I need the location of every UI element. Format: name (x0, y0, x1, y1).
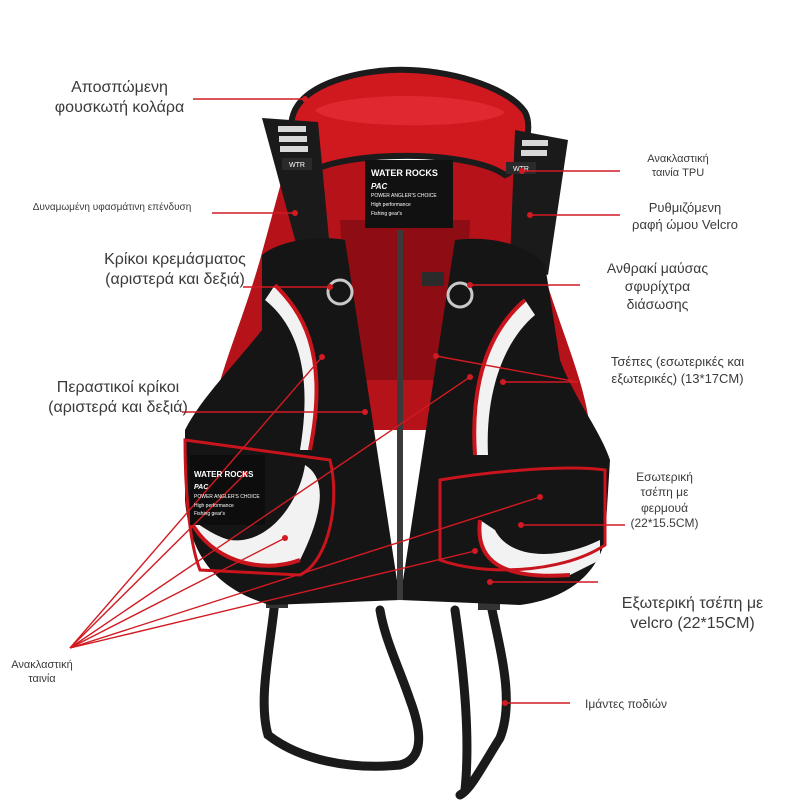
label-zip-pocket: Εσωτερική τσέπη με φερμουά (22*15.5CM) (630, 470, 699, 531)
pocket-tagline-1: POWER ANGLER'S CHOICE (194, 494, 260, 500)
pointer-dots (242, 96, 543, 706)
mesh-lining (340, 220, 470, 380)
right-lower-pocket (438, 466, 607, 572)
label-leg-straps: Ιμάντες ποδιών (585, 697, 667, 711)
pocket-brand-name: WATER ROCKS (194, 470, 254, 479)
whistle-carabiner (422, 272, 444, 286)
label-pockets: Τσέπες (εσωτερικές και εξωτερικές) (13*1… (610, 354, 745, 386)
left-shoulder-badge (282, 158, 312, 170)
collar-tagline-1: POWER ANGLER'S CHOICE (371, 193, 437, 199)
label-hanging-rings: Κρίκοι κρεμάσματος (αριστερά και δεξιά) (104, 251, 246, 289)
label-shoulder-velcro: Ρυθμιζόμενη ραφή ώμου Velcro (632, 200, 738, 232)
pointer-lines (69, 98, 625, 704)
label-reflective-tape: Ανακλαστική ταινία (11, 659, 73, 686)
collar-tagline-2: High performance (371, 202, 411, 208)
left-shoulder-reflective-bars (278, 126, 308, 152)
left-shoulder-strap (262, 118, 330, 258)
right-front-panel (400, 238, 610, 605)
collar-brand-sub: PAC (371, 182, 388, 191)
label-whistle-carabiner: Ανθρακί μαύσας σφυρίχτρα διάσωσης (606, 260, 709, 312)
label-lining: Δυναμωμένη υφασμάτινη επένδυση (32, 202, 192, 213)
pocket-brand-sub: PAC (194, 484, 209, 491)
right-shoulder-reflective-bars (521, 140, 548, 156)
label-velcro-pocket: Εξωτερική τσέπη με velcro (22*15CM) (621, 595, 764, 633)
left-badge-text: WTR (289, 162, 305, 169)
right-hanging-ring (446, 281, 474, 309)
pocket-tagline-3: Fishing gear's (194, 511, 225, 517)
collar-brand-label (365, 160, 453, 228)
collar-brand-name: WATER ROCKS (371, 168, 438, 178)
pocket-tagline-2: High performance (194, 503, 234, 509)
label-collar: Αποσπώμενη φουσκωτή κολάρα (54, 79, 185, 117)
label-through-rings: Περαστικοί κρίκοι (αριστερά και δεξιά) (48, 379, 188, 417)
label-tpu-tape: Ανακλαστική ταινία TPU (647, 153, 709, 180)
left-hanging-ring (326, 278, 354, 306)
left-lower-pocket (183, 438, 336, 577)
leg-straps (259, 595, 511, 800)
collar-tagline-3: Fishing gear's (371, 211, 402, 217)
collar-highlight (315, 96, 505, 126)
